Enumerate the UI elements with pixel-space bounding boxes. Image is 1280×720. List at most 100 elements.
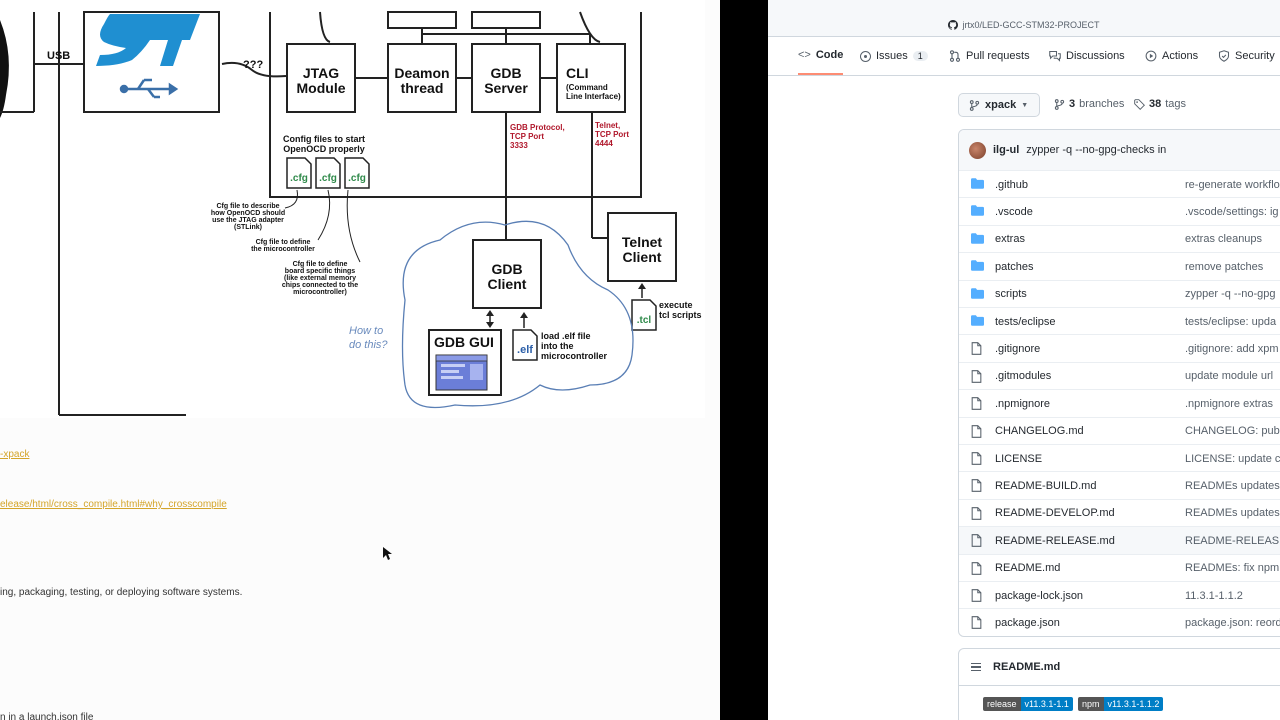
file-icon [971, 534, 982, 550]
table-row[interactable]: extras extras cleanups [959, 224, 1280, 253]
commit-message-link[interactable]: README-RELEASE [1185, 534, 1280, 547]
table-row[interactable]: tests/eclipse tests/eclipse: upda [959, 307, 1280, 335]
badge-key: release [983, 697, 1021, 711]
body-text: ing, packaging, testing, or deploying so… [0, 587, 243, 598]
cli-label-3: Line Interface) [566, 92, 621, 101]
commit-message-link[interactable]: re-generate workflo [1185, 178, 1280, 191]
table-row[interactable]: README.md READMEs: fix npm v [959, 553, 1280, 582]
file-name-link[interactable]: patches [995, 260, 1034, 273]
table-row[interactable]: README-RELEASE.md README-RELEASE [959, 526, 1280, 555]
commit-message-link[interactable]: READMEs: fix npm v [1185, 562, 1280, 575]
arrow-head [638, 283, 646, 289]
svg-text:4444: 4444 [595, 139, 613, 148]
file-name-link[interactable]: extras [995, 233, 1025, 246]
folder-icon [971, 233, 984, 247]
commit-message-link[interactable]: zypper -q --no-gpg [1185, 288, 1276, 301]
file-name-link[interactable]: README-RELEASE.md [995, 534, 1115, 547]
svg-text:Telnet,: Telnet, [595, 121, 620, 130]
file-name-link[interactable]: CHANGELOG.md [995, 425, 1084, 438]
daemon-label-2: thread [401, 80, 444, 96]
pull-request-icon [949, 50, 961, 62]
svg-text:the microcontroller: the microcontroller [251, 246, 315, 253]
commit-message[interactable]: zypper -q --no-gpg-checks in [1026, 144, 1167, 156]
file-name-link[interactable]: package.json [995, 616, 1060, 629]
folder-icon [971, 260, 984, 274]
tab-label: Actions [1162, 50, 1199, 62]
repo-title[interactable]: jrtx0/LED-GCC-STM32-PROJECT [962, 20, 1100, 30]
github-icon [948, 20, 959, 30]
commit-message-link[interactable]: READMEs updates [1185, 479, 1280, 492]
table-row[interactable]: CHANGELOG.md CHANGELOG: publi [959, 416, 1280, 445]
file-name-link[interactable]: README-DEVELOP.md [995, 507, 1115, 520]
jtag-label-2: Module [297, 80, 346, 96]
cfg-desc-3: Cfg file to define board specific things… [282, 261, 358, 296]
daemon-label-1: Deamon [394, 65, 449, 81]
table-row[interactable]: README-DEVELOP.md READMEs updates [959, 498, 1280, 527]
load-elf-2: into the [541, 341, 574, 351]
file-name-link[interactable]: README.md [995, 562, 1061, 575]
svg-text:3333: 3333 [510, 141, 528, 150]
file-name-link[interactable]: .github [995, 178, 1029, 191]
table-row[interactable]: package-lock.json 11.3.1-1.1.2 [959, 581, 1280, 609]
file-name-link[interactable]: package-lock.json [995, 589, 1084, 602]
commit-message-link[interactable]: .gitignore: add xpm [1185, 342, 1279, 355]
svg-text:board specific things: board specific things [285, 268, 356, 275]
tab-discussions[interactable]: Discussions [1049, 37, 1125, 75]
file-name-link[interactable]: .gitmodules [995, 370, 1052, 383]
branches-link[interactable]: 3 branches [1054, 98, 1124, 110]
file-name-link[interactable]: LICENSE [995, 452, 1043, 465]
tags-count: 38 [1149, 98, 1162, 110]
branch-select-button[interactable]: xpack ▼ [958, 93, 1040, 117]
file-name-link[interactable]: README-BUILD.md [995, 479, 1097, 492]
commit-message-link[interactable]: CHANGELOG: publi [1185, 425, 1280, 438]
file-name-link[interactable]: .npmignore [995, 397, 1051, 410]
xpack-link[interactable]: -xpack [0, 449, 30, 460]
table-row[interactable]: .gitignore .gitignore: add xpm [959, 334, 1280, 362]
readme-header: README.md [959, 649, 1280, 686]
tags-link[interactable]: 38 tags [1134, 98, 1186, 110]
commit-message-link[interactable]: 11.3.1-1.1.2 [1185, 589, 1243, 602]
table-row[interactable]: README-BUILD.md READMEs updates [959, 471, 1280, 499]
table-row[interactable]: scripts zypper -q --no-gpg [959, 279, 1280, 308]
table-row[interactable]: .npmignore .npmignore extras [959, 389, 1280, 417]
file-name-link[interactable]: .vscode [995, 205, 1033, 218]
table-row[interactable]: LICENSE LICENSE: update co [959, 444, 1280, 472]
commit-message-link[interactable]: update module url [1185, 370, 1274, 383]
tab-code[interactable]: <> Code [798, 37, 844, 75]
cross-compile-link[interactable]: elease/html/cross_compile.html#why_cross… [0, 499, 227, 510]
tab-security[interactable]: Security [1218, 37, 1275, 75]
table-row[interactable]: package.json package.json: reord [959, 608, 1280, 636]
commit-author[interactable]: ilg-ul [993, 144, 1020, 156]
table-row[interactable]: .github re-generate workflo [959, 170, 1280, 198]
tab-issues[interactable]: Issues 1 [860, 37, 928, 75]
file-name-link[interactable]: scripts [995, 288, 1027, 301]
tab-label: Security [1235, 50, 1275, 62]
npm-badge[interactable]: npm v11.3.1-1.1.2 [1078, 697, 1164, 711]
arrow-head [486, 310, 494, 316]
file-name-link[interactable]: .gitignore [995, 342, 1041, 355]
table-row[interactable]: patches remove patches [959, 252, 1280, 280]
commit-message-link[interactable]: remove patches [1185, 260, 1264, 273]
repo-nav-tabs: <> Code Issues 1 Pull requests Discussio… [768, 37, 1280, 76]
file-name-link[interactable]: tests/eclipse [995, 315, 1056, 328]
commit-message-link[interactable]: READMEs updates [1185, 507, 1280, 520]
openocd-container [269, 12, 642, 198]
commit-message-link[interactable]: tests/eclipse: upda [1185, 315, 1277, 328]
commit-message-link[interactable]: extras cleanups [1185, 233, 1263, 246]
table-row[interactable]: .vscode .vscode/settings: ig [959, 197, 1280, 225]
file-icon [971, 506, 982, 523]
release-badge[interactable]: release v11.3.1-1.1 [983, 697, 1073, 711]
commit-message-link[interactable]: .vscode/settings: ig [1185, 205, 1279, 218]
tab-label: Discussions [1066, 50, 1125, 62]
commit-message-link[interactable]: .npmignore extras [1185, 397, 1274, 410]
list-icon[interactable] [971, 661, 981, 674]
table-row[interactable]: .gitmodules update module url [959, 361, 1280, 390]
gdb-protocol-note: GDB Protocol, TCP Port 3333 [510, 123, 565, 150]
avatar[interactable] [969, 141, 986, 159]
tab-pull-requests[interactable]: Pull requests [949, 37, 1030, 75]
commit-message-link[interactable]: package.json: reord [1185, 616, 1280, 629]
folder-icon [971, 315, 984, 329]
jtag-label-1: JTAG [303, 65, 339, 81]
tab-actions[interactable]: Actions [1145, 37, 1198, 75]
commit-message-link[interactable]: LICENSE: update co [1185, 452, 1280, 465]
